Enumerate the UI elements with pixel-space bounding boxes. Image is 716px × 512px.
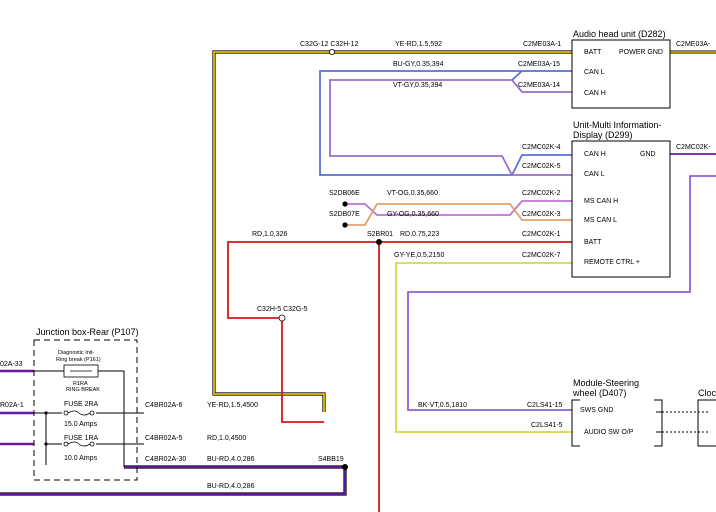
label-c2mc02k-4: C2MC02K-4 — [522, 144, 561, 151]
wire-vt-og — [345, 200, 572, 216]
rbra-line1: R1RA — [73, 381, 88, 387]
label-left-r02a-1: R02A-1 — [0, 402, 24, 409]
junction-internal-lines — [34, 370, 144, 467]
label-rd-4500: RD,1.0,4500 — [207, 435, 246, 442]
wire-rd-c32h — [281, 318, 324, 423]
label-rd-0-75: RD,0.75,223 — [400, 231, 439, 238]
display-pin-ms-can-l: MS CAN L — [584, 217, 617, 224]
steering-title-2: wheel (D407) — [572, 388, 627, 398]
display-pin-can-h: CAN H — [584, 151, 606, 158]
label-ye-rd-top: YE-RD,1.5,592 — [395, 41, 442, 48]
display-pin-batt: BATT — [584, 239, 602, 246]
label-s2db07e: S2DB07E — [329, 211, 360, 218]
audio-power-gnd: POWER GND — [619, 49, 663, 56]
splice-s2db06e — [342, 201, 348, 207]
label-left-02a-33: 02A-33 — [0, 361, 23, 368]
clock-title-partial: Cloc — [698, 388, 716, 398]
splice-s4bb19 — [342, 464, 348, 470]
fuse-2ra-name: FUSE 2RA — [64, 401, 99, 408]
label-c2me03a-1: C2ME03A-1 — [523, 41, 561, 48]
label-c4br02a-5: C4BR02A-5 — [145, 435, 182, 442]
label-c2mc02k-1: C2MC02K-1 — [522, 231, 561, 238]
splice-s2br01 — [376, 239, 382, 245]
label-c2mc02k-7: C2MC02K-7 — [522, 252, 561, 259]
wire-bu-rd-s4bb19 — [0, 465, 347, 496]
wire-gy-ye — [395, 262, 572, 433]
audio-head-unit-title: Audio head unit (D282) — [573, 29, 666, 39]
junction-box-title: Junction box-Rear (P107) — [36, 327, 139, 337]
label-bu-rd-upper: BU-RD,4.0,286 — [207, 456, 255, 463]
label-c2mc02k-2: C2MC02K-2 — [522, 190, 561, 197]
display-pin-can-l: CAN L — [584, 171, 605, 178]
fuse-1ra-rating: 10.0 Amps — [64, 455, 98, 462]
label-s4bb19: S4BB19 — [318, 456, 344, 463]
wire-bu-gy-can — [319, 70, 572, 176]
label-ye-rd-4500: YE-RD,1.5,4500 — [207, 402, 258, 409]
diag-init-line1: Diagnostic Init- — [58, 350, 95, 356]
display-connector-label: C2MC02K- — [676, 144, 711, 151]
label-c4br02a-6: C4BR02A-6 — [145, 402, 182, 409]
steering-pin-audio-sw: AUDIO SW O/P — [584, 429, 634, 436]
label-c2mc02k-5: C2MC02K-5 — [522, 163, 561, 170]
label-c32h-c32g-5: C32H-5 C32G-5 — [257, 306, 308, 313]
audio-head-unit-box — [571, 39, 671, 109]
clock-box-partial — [662, 399, 716, 447]
fuse-2ra-rating: 15.0 Amps — [64, 421, 98, 428]
label-bu-gy: BU-GY,0.35,394 — [393, 61, 444, 68]
label-s2db06e: S2DB06E — [329, 190, 360, 197]
wire-gy-og — [345, 203, 572, 226]
label-c2ls41-5: C2LS41-5 — [531, 422, 563, 429]
audio-pin-batt: BATT — [584, 49, 602, 56]
display-pin-remote-ctrl: REMOTE CTRL + — [584, 259, 640, 266]
steering-module-box — [571, 399, 663, 447]
label-gy-og: GY-OG,0.35,660 — [387, 211, 439, 218]
label-bk-vt: BK-VT,0.5,1810 — [418, 402, 467, 409]
display-pin-gnd: GND — [640, 151, 656, 158]
steering-title-1: Module-Steering — [573, 378, 639, 388]
wire-rd-batt — [227, 241, 572, 319]
label-c2ls41-15: C2LS41-15 — [527, 402, 563, 409]
junction-node-1 — [44, 411, 48, 415]
inline-connector-c32g — [328, 49, 335, 56]
display-pin-ms-can-h: MS CAN H — [584, 198, 618, 205]
fuse-2ra-symbol — [63, 410, 95, 416]
label-c2me03a-14: C2ME03A-14 — [518, 82, 560, 89]
label-vt-og: VT-OG,0.35,660 — [387, 190, 438, 197]
label-gy-ye: GY-YE,0.5,2150 — [394, 252, 444, 259]
fuse-1ra-name: FUSE 1RA — [64, 435, 99, 442]
wire-bu-gy-twist — [511, 70, 523, 81]
label-vt-gy: VT-GY,0.35,394 — [393, 82, 442, 89]
label-bu-rd-lower: BU-RD,4.0,286 — [207, 483, 255, 490]
multi-info-display-box — [571, 140, 671, 278]
wire-vt-gy-can — [329, 79, 572, 176]
label-c2mc02k-3: C2MC02K-3 — [522, 211, 561, 218]
label-c32g: C32G-12 C32H-12 — [300, 41, 358, 48]
steering-pin-sws-gnd: SWS GND — [580, 407, 613, 414]
inline-connector-c32h — [278, 314, 286, 322]
audio-connector-label: C2ME03A- — [676, 41, 711, 48]
multi-info-title-1: Unit-Multi Information- — [573, 120, 662, 130]
multi-info-title-2: Display (D299) — [573, 130, 633, 140]
label-rd-1-0-326: RD,1.0,326 — [252, 231, 288, 238]
audio-pin-can-l: CAN L — [584, 69, 605, 76]
audio-pin-can-h: CAN H — [584, 90, 606, 97]
diag-init-line2: Ring break (P161) — [56, 357, 101, 363]
wire-bk-vt — [407, 175, 716, 411]
junction-node-2 — [44, 442, 48, 446]
label-s2br01: S2BR01 — [367, 231, 393, 238]
splice-s2db07e — [342, 222, 348, 228]
junction-box — [33, 339, 138, 481]
label-c4br02a-30: C4BR02A-30 — [145, 456, 186, 463]
wire-bu-rd-s4bb19-color — [0, 466, 346, 495]
label-c2me03a-15: C2ME03A-15 — [518, 61, 560, 68]
fuse-1ra-symbol — [63, 441, 95, 447]
rbra-line2: RING BREAK — [66, 387, 100, 393]
